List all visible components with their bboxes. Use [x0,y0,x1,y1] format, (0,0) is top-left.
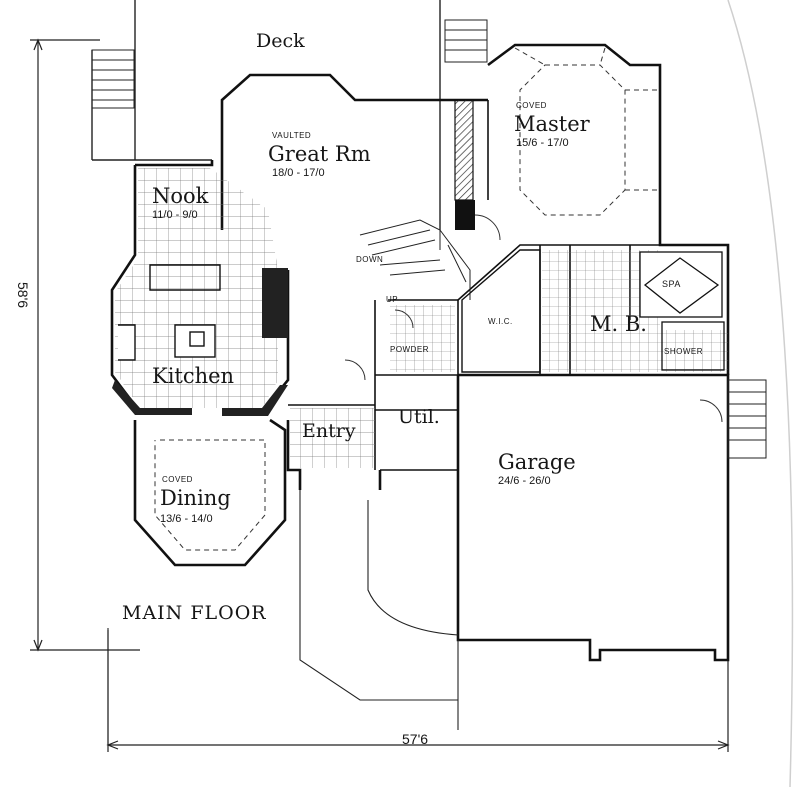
stairs-down-label: DOWN [356,255,384,264]
master-note: COVED [516,101,547,110]
deck-stairs-left [91,49,135,109]
kitchen-label: Kitchen [152,364,235,388]
dining-label: Dining [160,486,231,510]
master-coved-ceiling [514,47,657,216]
dining-coved-ceiling [154,439,266,551]
dining-size: 13/6 - 14/0 [160,513,213,525]
garage-side-stairs [727,379,767,459]
nook-label: Nook [152,184,209,208]
overall-depth-dimension [30,38,140,652]
dining-note: COVED [162,475,193,484]
kitchen-dark-counters [112,268,288,416]
great-room-size: 18/0 - 17/0 [272,167,325,179]
overall-width-label: 57'6 [402,731,429,747]
lot-line [727,0,794,787]
great-room-label: Great Rm [268,142,371,166]
garage-label: Garage [498,450,576,474]
spa-tub [639,251,723,318]
shower-label: SHOWER [664,347,703,356]
deck-label: Deck [256,30,305,52]
shower-stall [661,321,725,371]
entry-tile [290,408,375,468]
master-bath-tile [542,250,728,372]
great-room-note: VAULTED [272,131,312,140]
overall-depth-label: 58'6 [15,282,31,309]
center-stairs [359,219,471,300]
deck-stairs-right [444,19,488,63]
floor-caption: MAIN FLOOR [122,602,267,624]
kitchen-counters [118,264,221,361]
nook-size: 11/0 - 9/0 [152,209,198,221]
master-label: Master [514,112,590,136]
garage-size: 24/6 - 26/0 [498,475,551,487]
powder-label: POWDER [390,345,429,354]
utility-label: Util. [398,406,440,428]
stairs-up-label: UP [386,295,399,304]
nook-tile [115,168,278,408]
door-swings [344,214,723,423]
entry-label: Entry [302,420,356,442]
fireplace-hearth [455,200,475,230]
powder-tile [390,305,455,372]
master-size: 15/6 - 17/0 [516,137,569,149]
wic-outline [461,249,541,373]
fireplace [454,99,474,201]
walkway-lines [107,490,459,745]
spa-label: SPA [662,279,681,289]
master-bath-label: M. B. [590,312,647,336]
wic-label: W.I.C. [488,317,513,326]
